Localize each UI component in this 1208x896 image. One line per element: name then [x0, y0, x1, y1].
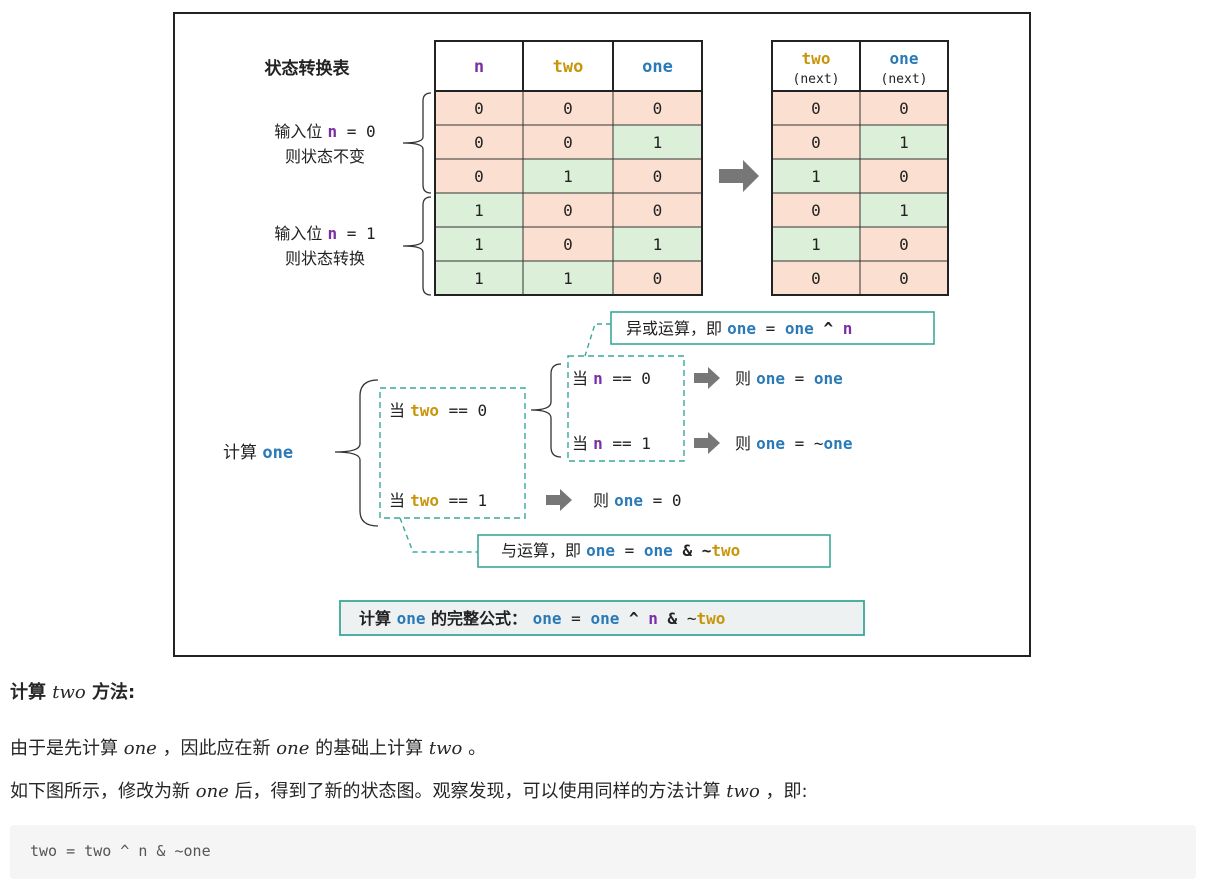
table-subheader: (next): [793, 72, 840, 87]
right-arrow-icon: [719, 160, 759, 192]
table-header: two: [553, 57, 584, 77]
cond-n-1: 当 n == 1: [572, 434, 651, 453]
table-cell: [434, 90, 524, 126]
cell-value: 1: [653, 133, 663, 152]
xor-leader: [584, 323, 611, 357]
cell-value: 1: [474, 235, 484, 254]
cell-value: 0: [811, 201, 821, 220]
cell-value: 0: [653, 269, 663, 288]
cell-value: 0: [563, 235, 573, 254]
compute-brace: [334, 379, 379, 527]
and-note-box: [477, 534, 831, 568]
cell-value: 0: [899, 167, 909, 186]
cell-value: 0: [899, 269, 909, 288]
cond-n-0: 当 n == 0: [572, 369, 651, 388]
two-conditions-box: [379, 387, 526, 519]
formula-box: [339, 600, 865, 636]
table-cell: [771, 226, 861, 262]
group-label-n0: 输入位 n = 0: [274, 122, 375, 141]
cell-value: 0: [811, 133, 821, 152]
table-header: n: [474, 57, 484, 77]
code-line: two = two ^ n & ~one: [30, 842, 211, 860]
cell-value: 1: [899, 201, 909, 220]
formula-text: 计算 one 的完整公式： one = one ^ n & ~two: [359, 609, 725, 628]
cell-value: 0: [899, 99, 909, 118]
cell-value: 0: [653, 167, 663, 186]
table-header: one: [890, 49, 919, 68]
cell-value: 0: [811, 269, 821, 288]
group-desc-n0: 则状态不变: [285, 147, 365, 166]
table-title: 状态转换表: [265, 58, 351, 79]
cell-value: 0: [563, 99, 573, 118]
cell-value: 0: [653, 201, 663, 220]
arrow-icon-two1: [546, 489, 572, 511]
table-cell: [859, 158, 949, 194]
cell-value: 0: [474, 133, 484, 152]
cell-value: 1: [563, 269, 573, 288]
result-n0: 则 one = one: [735, 369, 843, 388]
code-block: two = two ^ n & ~one: [10, 825, 1196, 879]
paragraph-2: 如下图所示，修改为新 one 后，得到了新的状态图。观察发现，可以使用同样的方法…: [10, 781, 808, 802]
cell-value: 1: [811, 167, 821, 186]
cond-two-0: 当 two == 0: [389, 401, 487, 420]
cell-value: 0: [563, 201, 573, 220]
cell-value: 0: [474, 99, 484, 118]
brace-n0: [402, 92, 432, 194]
state-transition-figure: 状态转换表 0 0 0 0 0 1 0 1 0 1 0 0 1 0 1 1 1 0 n two one 0 0 0 1 1 0 0 1 1 0…: [173, 12, 1031, 657]
arrow-icon-n0: [694, 367, 720, 389]
table-cell: [522, 90, 614, 126]
group-desc-n1: 则状态转换: [285, 249, 365, 268]
cell-value: 1: [474, 201, 484, 220]
result-two1: 则 one = 0: [593, 491, 682, 510]
arrow-icon-n1: [694, 432, 720, 454]
cell-value: 1: [899, 133, 909, 152]
table-header: one: [642, 57, 673, 77]
cell-value: 1: [563, 167, 573, 186]
table-cell: [612, 124, 703, 160]
table-header-cell: [434, 40, 524, 92]
table-cell: [612, 192, 703, 228]
xor-note-text: 异或运算，即 one = one ^ n: [626, 319, 852, 338]
section-heading: 计算 two 方法:: [10, 682, 136, 703]
table-cell: [859, 226, 949, 262]
left-table-border: [434, 40, 703, 296]
table-cell: [522, 158, 614, 194]
table-cell: [434, 192, 524, 228]
table-header-cell: [522, 40, 614, 92]
cond-two-1: 当 two == 1: [389, 491, 487, 510]
table-cell: [522, 260, 614, 296]
paragraph-1: 由于是先计算 one ，因此应在新 one 的基础上计算 two 。: [10, 738, 487, 759]
and-leader: [399, 517, 478, 553]
table-header: two: [802, 49, 831, 68]
cell-value: 0: [563, 133, 573, 152]
right-table-border: [771, 40, 949, 296]
xor-note-box: [610, 311, 935, 345]
cell-value: 0: [653, 99, 663, 118]
table-cell: [522, 226, 614, 262]
brace-n1: [402, 196, 432, 296]
cell-value: 0: [811, 99, 821, 118]
table-subheader: (next): [881, 72, 928, 87]
result-n1: 则 one = ~one: [735, 434, 852, 453]
cell-value: 1: [653, 235, 663, 254]
group-label-n1: 输入位 n = 1: [274, 224, 375, 243]
cell-value: 0: [899, 235, 909, 254]
cell-value: 0: [474, 167, 484, 186]
cell-value: 1: [811, 235, 821, 254]
compute-label: 计算 one: [223, 443, 293, 463]
table-cell: [612, 260, 703, 296]
table-cell: [771, 260, 861, 296]
and-note-text: 与运算，即 one = one & ~two: [501, 541, 740, 560]
sub-brace: [530, 363, 562, 458]
cell-value: 1: [474, 269, 484, 288]
table-cell: [859, 192, 949, 228]
table-cell: [771, 158, 861, 194]
